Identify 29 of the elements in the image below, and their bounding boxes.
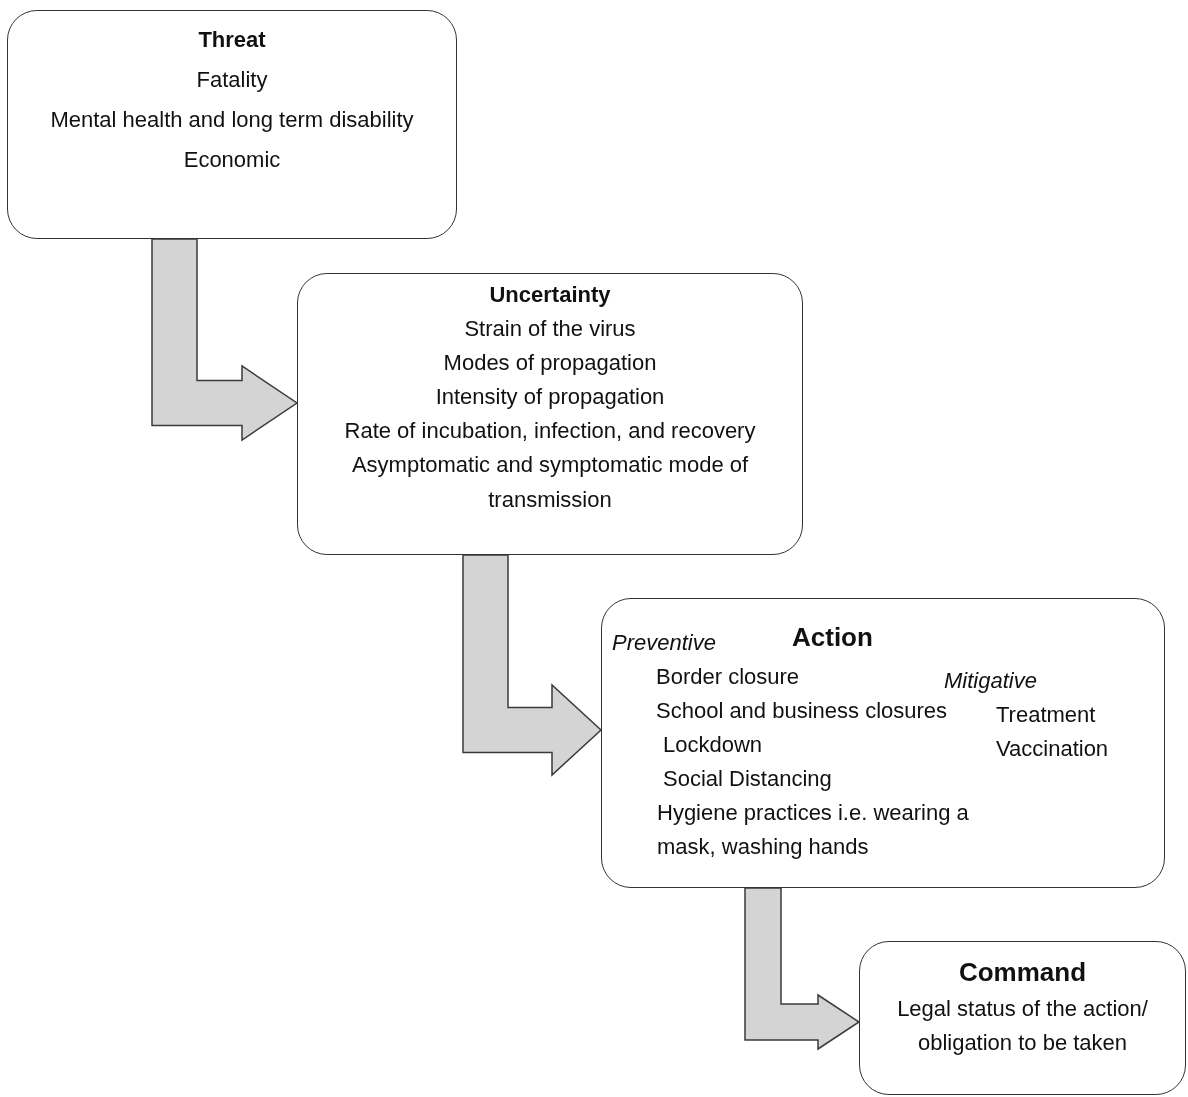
list-item: School and business closures xyxy=(656,697,948,725)
list-item: Legal status of the action/ obligation to be taken xyxy=(896,995,1149,1058)
list-item: Fatality xyxy=(196,66,268,95)
block-arrow xyxy=(462,554,603,777)
list-item: Asymptomatic and symptomatic mode of transmission xyxy=(350,451,750,514)
list-item: Vaccination xyxy=(996,735,1109,763)
list-item: Intensity of propagation xyxy=(435,383,665,412)
box-title: Uncertainty xyxy=(489,281,611,309)
list-item: Rate of incubation, infection, and recovery xyxy=(344,417,756,446)
block-arrow xyxy=(744,887,861,1051)
rounded-box xyxy=(7,10,457,239)
list-item: Economic xyxy=(183,146,281,175)
list-item: Treatment xyxy=(996,701,1096,729)
box-title: Action xyxy=(792,621,873,654)
block-arrow xyxy=(151,238,299,442)
rounded-box xyxy=(601,598,1165,888)
list-item: Border closure xyxy=(656,663,800,691)
category-label: Preventive xyxy=(612,629,716,657)
list-item: Modes of propagation xyxy=(443,349,657,378)
rounded-box xyxy=(859,941,1186,1095)
box-title: Command xyxy=(958,956,1087,989)
list-item: Lockdown xyxy=(663,731,763,759)
list-item: Hygiene practices i.e. wearing a mask, washing hands xyxy=(657,799,970,862)
list-item: Strain of the virus xyxy=(464,315,636,344)
category-label: Mitigative xyxy=(944,667,1037,695)
list-item: Social Distancing xyxy=(663,765,832,793)
box-title: Threat xyxy=(198,26,266,54)
rounded-box xyxy=(297,273,803,555)
list-item: Mental health and long term disability xyxy=(50,106,414,135)
